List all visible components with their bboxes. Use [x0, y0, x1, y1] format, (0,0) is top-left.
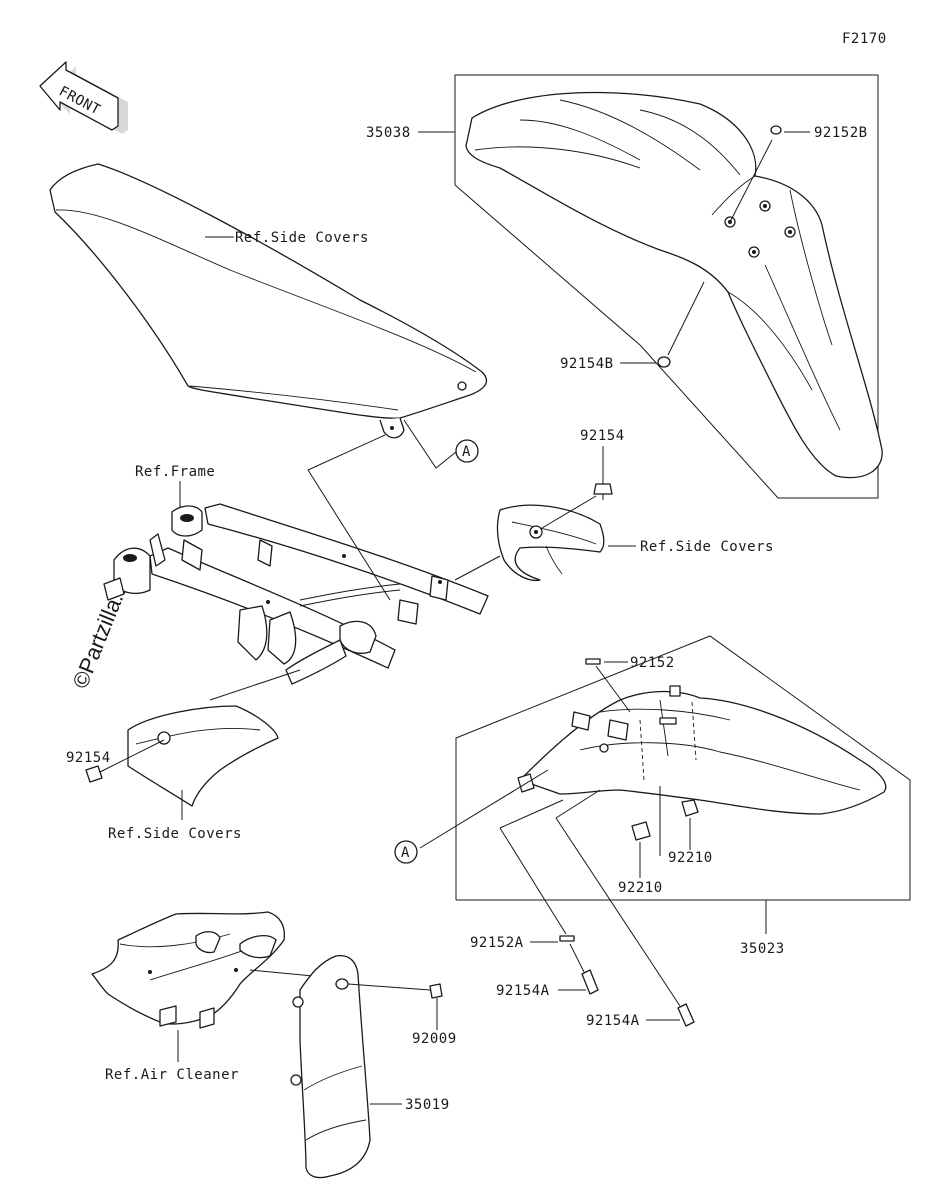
rear-fender-hardware: [499, 789, 695, 1027]
bolt-92154-left: [85, 765, 103, 783]
right-side-cover: [454, 446, 636, 582]
seat: [49, 163, 488, 439]
bolt-92154b: [657, 356, 671, 368]
ref-circle-a-top-label: A: [462, 444, 471, 460]
nut-92210-a: [631, 821, 651, 841]
left-side-cover: [85, 669, 301, 820]
bolt-92154-top: [593, 483, 613, 495]
clip-92152a: [559, 935, 575, 942]
bolt-92154a-a: [581, 969, 599, 995]
label-35023: 35023: [740, 941, 785, 957]
clip-92152: [585, 658, 601, 665]
label-92154-top: 92154: [580, 428, 625, 444]
label-92152a: 92152A: [470, 935, 524, 951]
ref-circle-a-bottom: [394, 840, 418, 864]
front-fender-group: [454, 74, 883, 499]
label-ref-side-covers-right: Ref.Side Covers: [640, 539, 774, 555]
label-ref-air-cleaner: Ref.Air Cleaner: [105, 1067, 239, 1083]
frame: Ref.Frame: [103, 464, 489, 685]
label-ref-frame: Ref.Frame: [135, 464, 215, 480]
side-cover-35019: [290, 954, 443, 1179]
ref-circle-a-top: [455, 439, 479, 463]
label-92009: 92009: [412, 1031, 457, 1047]
label-35038: 35038: [366, 125, 411, 141]
grommet-92152b: [770, 125, 782, 135]
front-fender: [465, 91, 883, 479]
label-92210-b: 92210: [618, 880, 663, 896]
nut-92210-b: [681, 799, 699, 817]
rear-fender: [519, 690, 887, 815]
air-cleaner: [91, 911, 335, 1062]
label-92154-left: 92154: [66, 750, 111, 766]
front-arrow-icon: FRONT: [39, 61, 128, 134]
screw-92009: [429, 983, 443, 999]
label-92154a-b: 92154A: [586, 1013, 640, 1029]
ref-circle-a-bottom-label: A: [401, 845, 410, 861]
label-92210-a: 92210: [668, 850, 713, 866]
label-35019: 35019: [405, 1097, 450, 1113]
label-92152b: 92152B: [814, 125, 868, 141]
label-92154b: 92154B: [560, 356, 614, 372]
label-ref-side-covers-seat: Ref.Side Covers: [235, 230, 369, 246]
label-92152: 92152: [630, 655, 675, 671]
bolt-92154a-b: [677, 1003, 695, 1027]
label-ref-side-covers-left: Ref.Side Covers: [108, 826, 242, 842]
figure-code: F2170: [842, 31, 887, 47]
rear-fender-group: [419, 635, 911, 934]
label-92154a-a: 92154A: [496, 983, 550, 999]
